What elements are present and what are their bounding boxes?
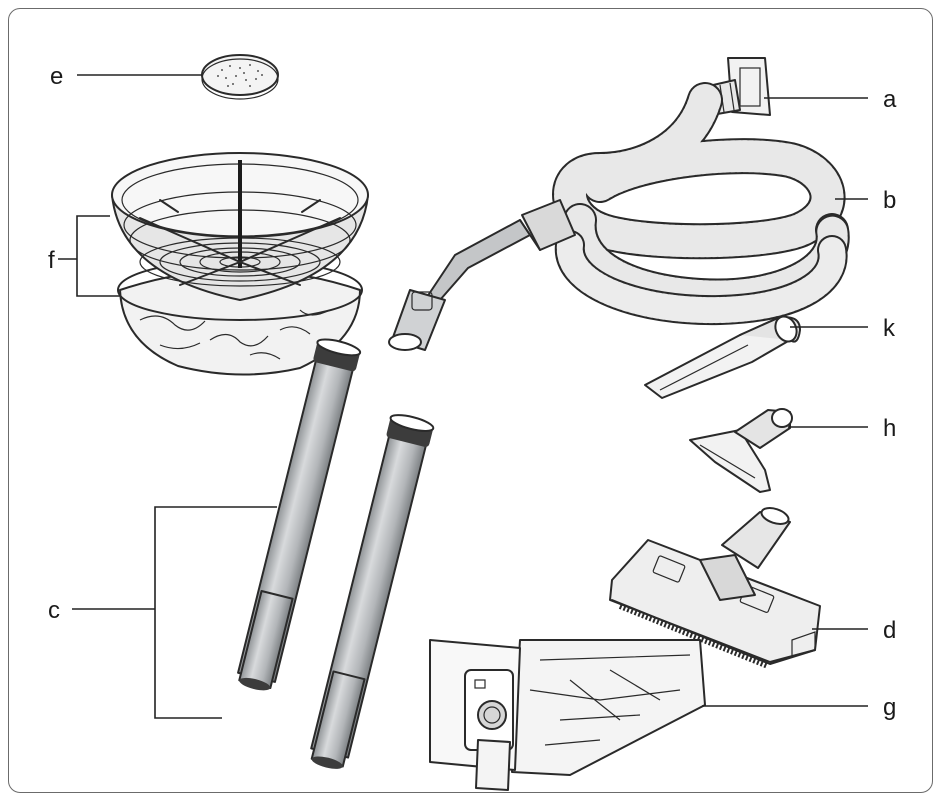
label-k: k [883,315,896,342]
label-h: h [883,415,896,442]
label-b: b [883,187,896,214]
extension-tubes-c [237,338,435,769]
callout-labels: e a b f k h c d g [48,63,897,721]
filter-basket-f [111,152,369,376]
label-d: d [883,617,896,644]
crevice-tool-k [644,315,801,399]
label-e: e [50,63,63,90]
label-g: g [883,694,896,721]
leader-c [72,506,277,719]
label-a: a [883,86,897,113]
leader-lines [58,74,868,719]
suction-hose-b [388,57,850,351]
label-f: f [48,247,55,274]
leader-f [58,215,120,297]
floor-nozzle-d [609,507,821,669]
dust-bag-g [429,639,706,791]
upholstery-nozzle-h [689,408,793,493]
filter-disc-e [201,54,279,100]
label-c: c [48,597,60,624]
